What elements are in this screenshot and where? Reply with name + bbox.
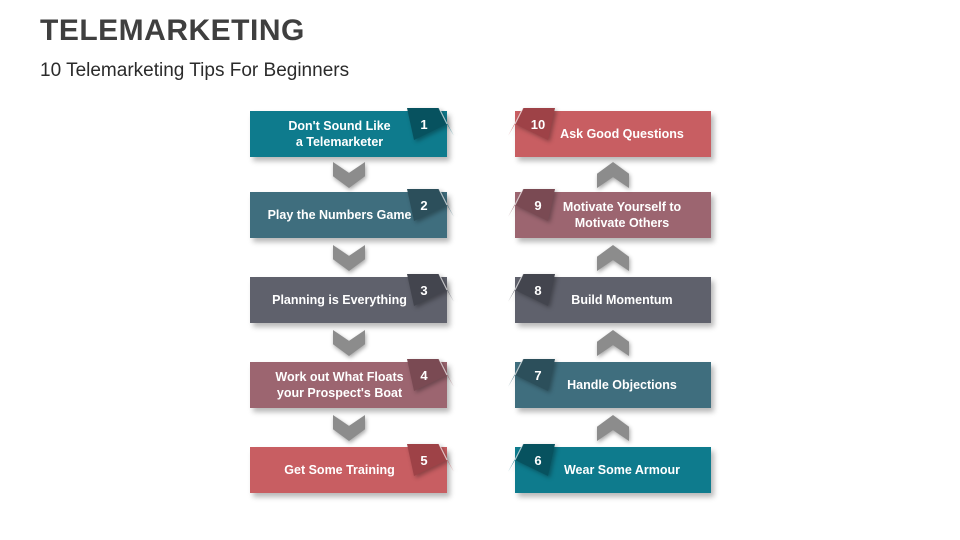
arrow-up-wrap	[597, 415, 629, 441]
tip-label: Build Momentum	[571, 293, 673, 307]
tip-label: Motivate Yourself to Motivate Others	[562, 200, 682, 230]
folded-corner-number-tab: 10	[508, 107, 555, 140]
tip-label: Wear Some Armour	[563, 463, 680, 477]
tip-label: Handle Objections	[567, 378, 677, 392]
chevron-up-icon	[597, 330, 629, 356]
folded-corner-number-tab: 9	[508, 188, 555, 221]
tip-number: 6	[534, 453, 541, 468]
arrow-down-wrap	[333, 415, 365, 441]
tip-label: Planning is Everything	[272, 293, 407, 307]
arrow-up-wrap	[597, 330, 629, 356]
tip-number: 1	[420, 117, 427, 132]
folded-corner-number-tab: 6	[508, 443, 555, 476]
tip-label: Ask Good Questions	[560, 127, 684, 141]
folded-corner-number-tab: 5	[407, 443, 454, 476]
tip-number: 3	[420, 283, 427, 298]
tip-number: 8	[534, 283, 541, 298]
folded-corner-number-tab: 1	[407, 107, 454, 140]
folded-corner-number-tab: 8	[508, 273, 555, 306]
chevron-up-icon	[597, 415, 629, 441]
chevron-down-icon	[333, 415, 365, 441]
folded-corner-number-tab: 3	[407, 273, 454, 306]
chevron-up-icon	[597, 245, 629, 271]
slide-title: TELEMARKETING	[40, 14, 305, 47]
arrow-down-wrap	[333, 162, 365, 188]
arrow-up-wrap	[597, 245, 629, 271]
tip-number: 2	[420, 198, 427, 213]
tip-number: 5	[420, 453, 427, 468]
tip-number: 9	[534, 198, 541, 213]
folded-corner-number-tab: 4	[407, 358, 454, 391]
folded-corner-number-tab: 2	[407, 188, 454, 221]
chevron-up-icon	[597, 162, 629, 188]
tip-box-4: 4 Work out What Floats your Prospect's Bo…	[250, 358, 454, 408]
tip-number: 10	[531, 117, 545, 132]
tip-box-1: 1 Don't Sound Like a Telemarketer	[250, 107, 454, 157]
tip-label: Work out What Floats your Prospect's Boa…	[275, 370, 404, 400]
tip-box-9: 9 Motivate Yourself to Motivate Others	[508, 188, 711, 238]
tip-number: 7	[534, 368, 541, 383]
tip-label: Don't Sound Like a Telemarketer	[288, 119, 391, 149]
chevron-down-icon	[333, 162, 365, 188]
chevron-down-icon	[333, 245, 365, 271]
arrow-up-wrap	[597, 162, 629, 188]
tip-label: Play the Numbers Game	[267, 208, 412, 222]
chevron-down-icon	[333, 330, 365, 356]
arrow-down-wrap	[333, 245, 365, 271]
slide-subtitle: 10 Telemarketing Tips For Beginners	[40, 60, 350, 81]
arrow-down-wrap	[333, 330, 365, 356]
tip-number: 4	[420, 368, 428, 383]
folded-corner-number-tab: 7	[508, 358, 555, 391]
tip-label: Get Some Training	[284, 463, 395, 477]
